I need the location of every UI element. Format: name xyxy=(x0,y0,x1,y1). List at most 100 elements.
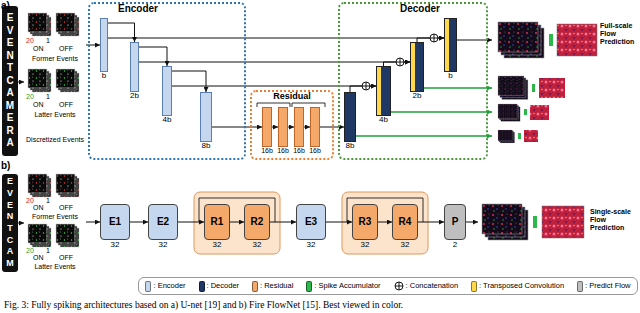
flow-frames xyxy=(482,204,528,240)
channel-label: 16b xyxy=(309,147,321,154)
encoder-block: E132 xyxy=(100,204,130,240)
legend-swatch xyxy=(199,281,205,292)
channel-label: 8b xyxy=(346,142,355,150)
legend-item: : Decoder xyxy=(199,281,240,292)
block-label: R4 xyxy=(399,217,412,227)
connector xyxy=(391,111,492,112)
encoder-block: E332 xyxy=(296,204,326,240)
event-caption: Former Events xyxy=(24,55,86,62)
block-label: P xyxy=(452,217,459,227)
event-frames xyxy=(28,69,51,92)
block-label: R2 xyxy=(251,217,264,227)
concatenation-symbol xyxy=(394,281,404,291)
legend-swatch xyxy=(306,281,312,292)
region-title: Residual xyxy=(250,92,334,101)
block-label: R3 xyxy=(359,217,372,227)
residual-block: R232 xyxy=(244,204,270,240)
connector xyxy=(466,222,478,223)
callout-label: 20 xyxy=(26,197,34,204)
connector xyxy=(172,71,206,92)
connector xyxy=(424,87,492,88)
callout-label: OFF xyxy=(59,45,73,52)
camera-label: EVENT CAM xyxy=(6,176,15,270)
flow-frames xyxy=(498,130,515,143)
residual-layer: 16b xyxy=(294,107,304,147)
channel-label: 32 xyxy=(111,241,120,249)
connector xyxy=(320,127,344,128)
flow-image xyxy=(542,206,584,238)
legend-swatch xyxy=(145,281,151,292)
connector xyxy=(139,47,167,66)
flow-image xyxy=(539,78,565,98)
connector xyxy=(172,86,376,87)
connector xyxy=(139,62,410,63)
legend-text: : Residual xyxy=(260,282,293,290)
legend-text: : Predict Flow xyxy=(585,282,630,290)
connector xyxy=(378,222,392,223)
residual-group xyxy=(342,192,428,254)
callout-label: ON xyxy=(33,204,44,211)
region-title: Decoder xyxy=(400,4,440,14)
connector xyxy=(270,222,296,223)
event-frames xyxy=(28,174,51,197)
region-title: Encoder xyxy=(118,4,158,14)
channel-label: 32 xyxy=(253,241,262,249)
block-label: E1 xyxy=(109,217,121,227)
camera-label: EVENT CAMERA xyxy=(5,12,15,150)
legend-text: : Transposed Convolution xyxy=(479,282,564,290)
residual-layer: 16b xyxy=(262,107,272,147)
connector xyxy=(418,222,444,223)
flow-image xyxy=(524,130,538,142)
callout-label: ON xyxy=(33,254,44,261)
encoder-layer: 2b xyxy=(130,42,139,92)
spike-accumulator xyxy=(518,133,521,139)
spike-accumulator xyxy=(533,216,537,228)
connector xyxy=(326,222,352,223)
predict-block: P2 xyxy=(444,204,466,240)
connector xyxy=(108,38,444,39)
event-frames xyxy=(56,224,79,247)
flow-frames xyxy=(498,104,520,121)
callout-label: ON xyxy=(33,101,44,108)
callout-label: 20 xyxy=(26,37,34,44)
legend-item: : Spike Accumulator xyxy=(306,281,380,292)
output-caption: Full-scale Flow Prediction xyxy=(600,22,638,46)
channel-label: b xyxy=(102,72,106,80)
event-frames xyxy=(56,174,79,197)
event-frames xyxy=(28,13,51,36)
output-caption: Single-scale Flow Prediction xyxy=(590,208,638,232)
callout-label: OFF xyxy=(59,204,73,211)
channel-label: 4b xyxy=(379,116,388,124)
channel-label: 2b xyxy=(130,92,139,100)
residual-group xyxy=(194,192,280,254)
block-label: R1 xyxy=(211,217,224,227)
connector xyxy=(457,40,492,41)
event-caption: Discretized Events xyxy=(24,136,86,143)
channel-label: 2 xyxy=(453,241,457,249)
callout-label: ON xyxy=(33,45,44,52)
callout-label: 1 xyxy=(46,197,50,204)
channel-label: 32 xyxy=(213,241,222,249)
legend-item: : Predict Flow xyxy=(577,281,630,292)
channel-label: 16b xyxy=(277,147,289,154)
connector xyxy=(212,127,262,128)
spike-accumulator xyxy=(524,109,527,115)
residual-block: R432 xyxy=(392,204,418,240)
encoder-layer: b xyxy=(100,18,108,72)
decoder-layer: 4b xyxy=(376,66,391,116)
flow-output: Single-scale Flow Prediction xyxy=(478,180,638,264)
block-label: E2 xyxy=(157,217,169,227)
concatenation-symbol xyxy=(362,34,438,90)
event-frames xyxy=(28,224,51,247)
legend-swatch xyxy=(577,281,583,292)
flow-image xyxy=(530,105,549,120)
connector xyxy=(230,222,244,223)
flow-image xyxy=(557,24,597,56)
callout-label: 20 xyxy=(26,93,34,100)
channel-label: 8b xyxy=(202,142,211,150)
channel-label: 32 xyxy=(401,241,410,249)
